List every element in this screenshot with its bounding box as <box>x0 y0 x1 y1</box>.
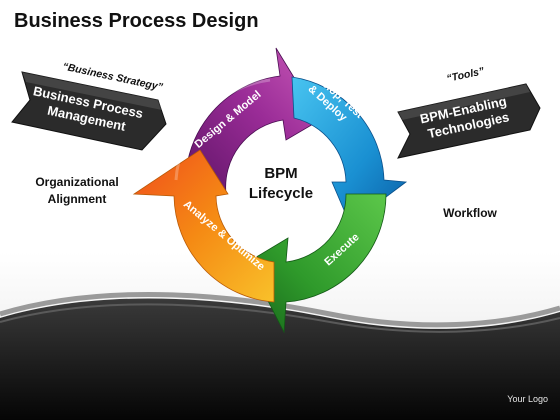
left-banner-shape <box>11 71 167 151</box>
center-label-line1: BPM <box>264 165 297 182</box>
cycle-segment-design <box>185 47 321 195</box>
center-label-line2: Lifecycle <box>249 185 313 202</box>
left-banner-gloss <box>22 72 162 110</box>
left-caption-line1: Organizational <box>35 175 118 189</box>
footer-logo-text: Your Logo <box>507 394 548 404</box>
footer-band <box>0 298 560 420</box>
page-title: Business Process Design <box>14 10 259 32</box>
cycle-ring <box>132 47 408 334</box>
cycle-segment-execute <box>247 193 387 334</box>
left-caption-line2: Alignment <box>48 192 107 206</box>
right-banner-gloss <box>398 84 530 120</box>
footer-swoosh <box>0 291 560 328</box>
footer-swoosh-inner <box>0 303 560 333</box>
cycle-segment-develop <box>291 76 408 225</box>
ring-highlight <box>174 78 271 181</box>
right-caption: Workflow <box>443 206 497 220</box>
right-banner-shape <box>397 83 541 159</box>
cycle-segment-analyze <box>132 149 275 303</box>
